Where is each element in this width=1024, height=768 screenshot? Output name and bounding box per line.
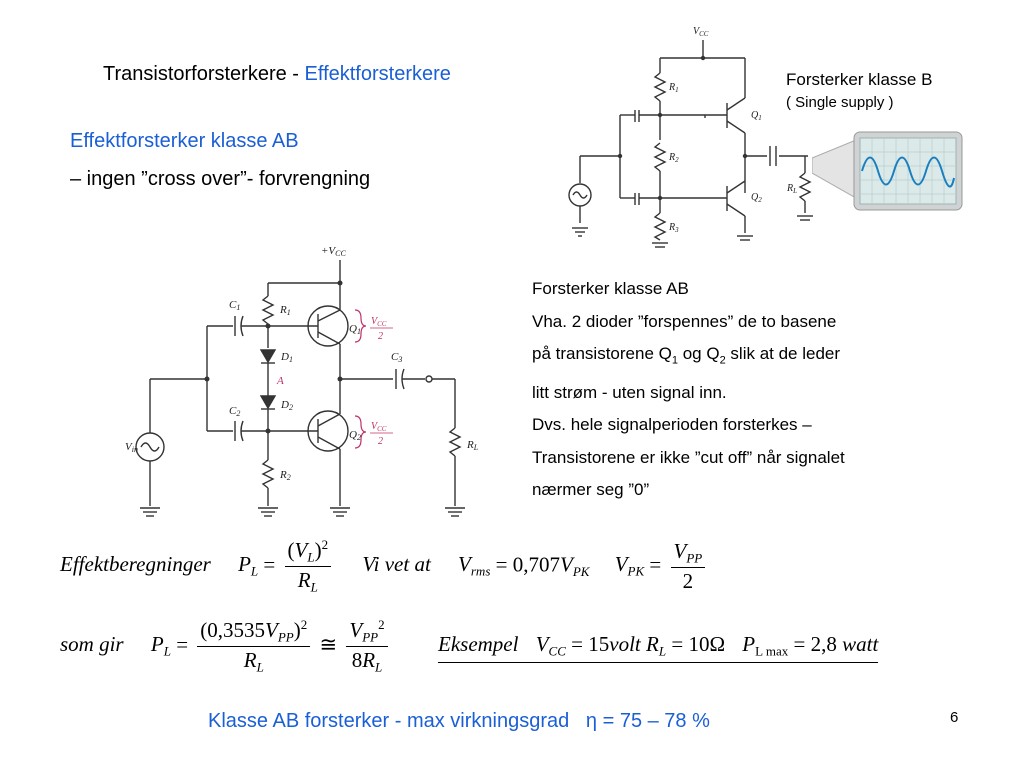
eq1-vrms: Vrms: [458, 552, 491, 579]
eq1-label: Effektberegninger: [60, 552, 211, 577]
eq1-equals: =: [263, 552, 276, 577]
eq2-pl: PL: [150, 632, 171, 659]
eq2-fraction-2: VPP2 8RL: [346, 617, 388, 676]
class-b-circuit: VCC R1 R2 R3 Q1 Q2 RL: [568, 26, 813, 248]
example-label: Eksempel: [438, 632, 519, 656]
class-ab-line-4: Dvs. hele signalperioden forsterkes –: [532, 415, 812, 435]
class-b-rl-label: RL: [786, 183, 797, 195]
title-main: Transistorforsterkere -: [103, 63, 305, 85]
class-b-r3-label: R3: [668, 222, 679, 234]
class-ab-line-5: Transistorene er ikke ”cut off” når sign…: [532, 447, 845, 467]
class-ab-q2-label: Q2: [349, 429, 361, 442]
subtitle-cross-over: – ingen ”cross over”- forvrengning: [70, 168, 371, 190]
class-ab-c2-label: C2: [229, 405, 240, 418]
class-ab-vin-label: Vin: [125, 441, 138, 454]
class-ab-r2-label: R2: [279, 469, 291, 482]
class-ab-r1-label: R1: [279, 304, 291, 317]
class-b-title: Forsterker klasse B: [786, 70, 933, 89]
equation-result: som gir PL = (0,3535VPP)2 RL ≅ VPP2 8RL: [60, 617, 392, 676]
subtitle-class-ab: Effektforsterker klasse AB: [70, 130, 299, 152]
class-b-r2-label: R2: [668, 152, 679, 164]
class-ab-line-2: på transistorene Q1 og Q2 slik at de led…: [532, 344, 841, 367]
class-ab-node-a-label: A: [276, 375, 284, 387]
class-ab-q1-label: Q1: [349, 323, 361, 336]
class-ab-line-6: nærmer seg ”0”: [532, 480, 650, 500]
class-ab-rl-label: RL: [466, 439, 479, 452]
eq2-approx: ≅: [319, 632, 338, 657]
page-number: 6: [950, 709, 959, 726]
eq1-pl: PL: [238, 552, 259, 579]
slide-title: Transistorforsterkere - Effektforsterker…: [103, 63, 451, 86]
class-ab-q1-vcc-half: VCC: [371, 316, 387, 328]
title-highlight: Effektforsterkere: [304, 63, 451, 85]
class-ab-vcc-label: +VCC: [321, 245, 346, 258]
class-ab-c3-label: C3: [391, 351, 402, 364]
eq1-vpk: VPK: [614, 552, 645, 579]
class-ab-line-3: litt strøm - uten signal inn.: [532, 382, 727, 402]
oscilloscope-display: [812, 131, 963, 211]
eq1-coef: 0,707: [512, 552, 560, 577]
class-ab-q1-half-den: 2: [378, 331, 383, 342]
equation-power: Effektberegninger PL = (VL)2 RL Vi vet a…: [60, 537, 709, 596]
eq1-vpp-fraction: VPP 2: [670, 539, 706, 595]
class-ab-c1-label: C1: [229, 299, 240, 312]
eq1-fraction: (VL)2 RL: [284, 537, 332, 596]
eq2-fraction: (0,3535VPP)2 RL: [197, 617, 311, 676]
example-line: Eksempel VCC = 15volt RL = 10Ω PL max = …: [438, 632, 879, 663]
eq2-label: som gir: [60, 632, 124, 657]
class-ab-q2-half-den: 2: [378, 436, 383, 447]
eq1-vivet: Vi vet at: [362, 552, 431, 577]
class-b-supply: ( Single supply ): [786, 94, 894, 111]
class-b-q1-label: Q1: [751, 110, 762, 122]
class-b-q2-label: Q2: [751, 192, 762, 204]
class-ab-description: Forsterker klasse AB Vha. 2 dioder ”fors…: [532, 273, 845, 507]
footer-efficiency: Klasse AB forsterker - max virkningsgrad…: [208, 710, 710, 732]
class-ab-q2-vcc-half: VCC: [371, 421, 387, 433]
class-b-vcc-label: VCC: [693, 26, 709, 38]
class-ab-line-1: Vha. 2 dioder ”forspennes” de to basene: [532, 311, 837, 331]
class-ab-d2-label: D2: [280, 399, 293, 412]
class-ab-d1-label: D1: [280, 351, 293, 364]
class-ab-heading: Forsterker klasse AB: [532, 279, 689, 298]
class-b-r1-label: R1: [668, 82, 679, 94]
class-ab-circuit: +VCC C1 C2 C3 R1 R2 D1 D2 A Q1 Q2 RL Vin…: [125, 245, 479, 517]
